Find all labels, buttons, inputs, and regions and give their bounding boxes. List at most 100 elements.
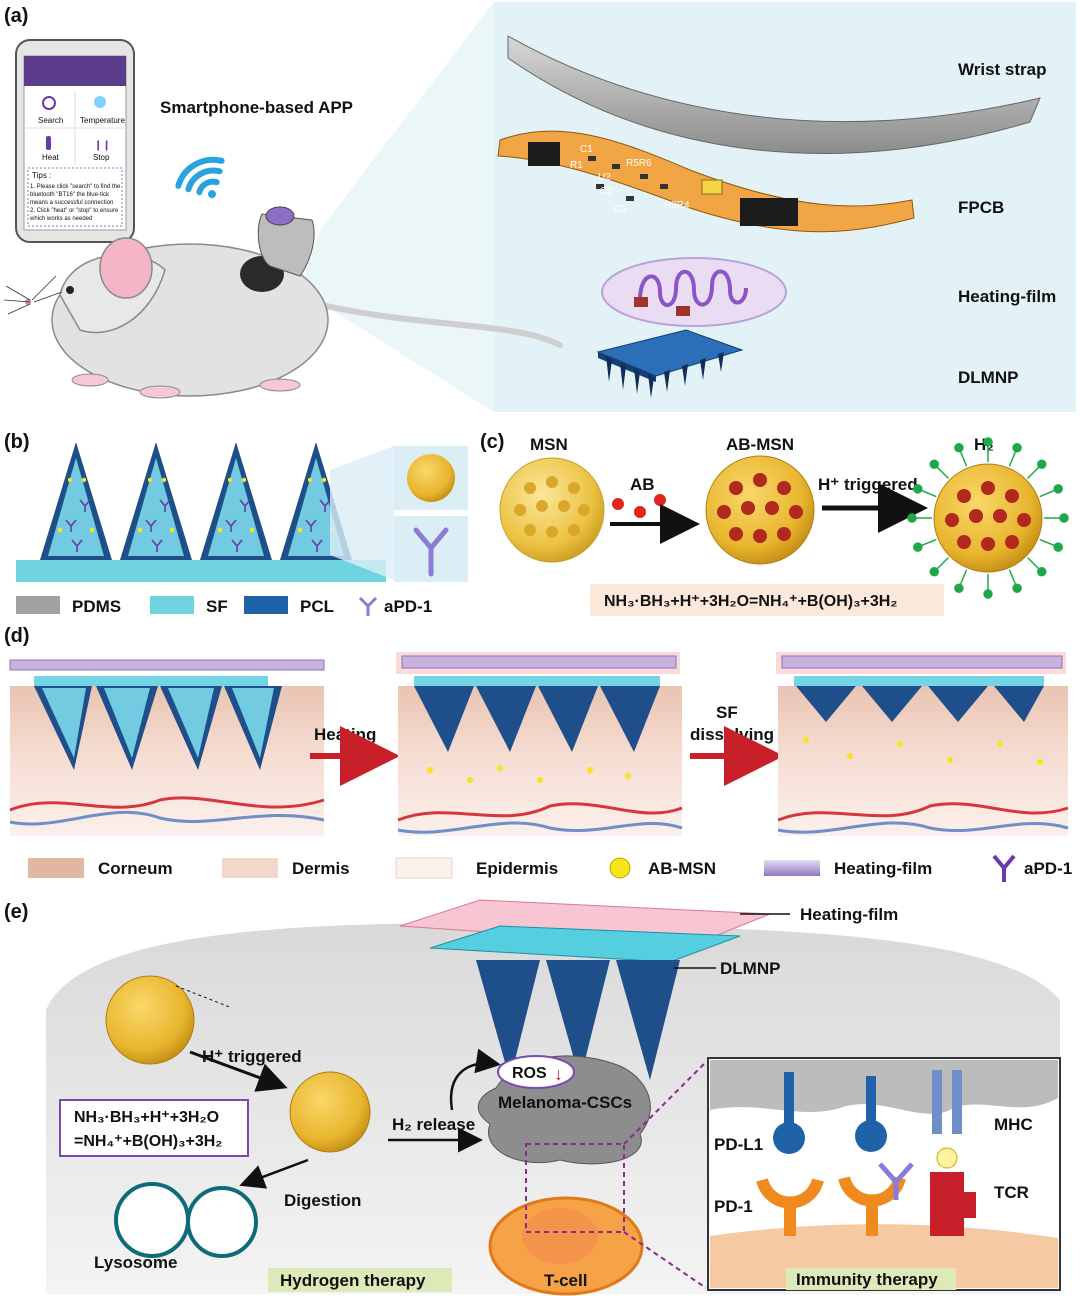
phone-button-search[interactable]: Search: [38, 116, 63, 125]
label-tcr: TCR: [994, 1183, 1029, 1202]
t-cell-nucleus: [522, 1208, 598, 1264]
legend-antibody-icon: [358, 596, 378, 616]
legend-swatch-dermis: [222, 858, 278, 878]
phone-button-stop[interactable]: Stop: [93, 153, 110, 162]
legend-swatch-heating-film: [764, 860, 820, 876]
legend-swatch-corneum: [28, 858, 84, 878]
panel-d-label: (d): [4, 625, 30, 647]
thermometer-icon: [46, 136, 51, 150]
dlmnp-patch-side: [598, 352, 656, 382]
h2-bubble: [929, 566, 940, 577]
layer-label-fpcb: FPCB: [958, 198, 1004, 217]
zoom-antibody-icon: [413, 527, 449, 577]
phone-tip-line: which works as needed: [29, 216, 92, 222]
label-digestion: Digestion: [284, 1191, 361, 1210]
legend-swatch-sf: [150, 596, 194, 614]
legend-pdms: PDMS: [72, 597, 121, 616]
layer-label-strap: Wrist strap: [958, 60, 1047, 79]
needle-antibody-marks: [65, 499, 331, 552]
legend-corneum: Corneum: [98, 859, 173, 878]
pcb-mark: U2: [598, 172, 611, 183]
tcr-receptor: [930, 1172, 976, 1236]
heating-film-trace: [638, 269, 748, 307]
panel-c-label: (c): [480, 431, 504, 453]
panel-e-label: (e): [4, 901, 28, 923]
smartphone: Search Temperature Heat ❙❙ Stop Tips : 1…: [15, 39, 135, 243]
msn-particle-e: [105, 975, 195, 1065]
panel-b-label: (b): [4, 431, 30, 453]
h2-ray: [921, 538, 937, 547]
step-heating: Heating: [314, 725, 376, 744]
equation-box: [590, 584, 944, 616]
h2-bubble: [1012, 443, 1022, 453]
lightbulb-icon: [94, 96, 106, 108]
legend-swatch-pcl: [244, 596, 288, 614]
dlmnp-needles-e: [476, 960, 680, 1080]
dlmnp-patch: [596, 329, 744, 377]
layer-label-heating: Heating-film: [958, 287, 1056, 306]
tumor-membrane: [710, 1060, 1058, 1114]
label-t-cell: T-cell: [544, 1271, 587, 1290]
h2-ray: [1039, 489, 1055, 498]
label-immunity-therapy: Immunity therapy: [796, 1270, 938, 1289]
legend-dermis: Dermis: [292, 859, 350, 878]
heating-film-pad: [634, 297, 648, 307]
layer-label-dlmnp: DLMNP: [958, 368, 1018, 387]
h2-bubble: [907, 513, 917, 523]
panel-a-label: (a): [4, 5, 28, 27]
h2-bubble: [1012, 583, 1022, 593]
step-sf: SF: [716, 703, 738, 722]
h2-ray: [959, 451, 968, 467]
h2-ray: [936, 557, 949, 570]
zoom-msn-particle: [407, 454, 455, 502]
chip-u1: [528, 142, 560, 166]
h2-ray: [1027, 557, 1040, 570]
legend-apd1: aPD-1: [384, 597, 432, 616]
phone-tip-line: bluetooth "BT16" the blue-tick: [30, 192, 110, 198]
phone-button-heat[interactable]: Heat: [42, 153, 60, 162]
skin-section-3: [776, 652, 1069, 836]
heating-film-pad: [676, 306, 690, 316]
h2-release-rays: [907, 437, 1069, 599]
ros-down-arrow: ↓: [554, 1064, 563, 1084]
mhc-complex: [932, 1070, 962, 1169]
equation-box-e: [59, 1099, 249, 1157]
pcb-mark: R3R4: [664, 200, 690, 211]
zoom-leader-bottom: [623, 1231, 707, 1289]
arrow-ros: [449, 1048, 501, 1111]
pcb-mark: R1: [570, 160, 583, 171]
msn-pores: [514, 476, 590, 538]
zoom-dash: [175, 985, 233, 1009]
arrow-trigger-e: [189, 1050, 288, 1092]
zoom-beam: [330, 446, 394, 580]
immunity-therapy-badge: [786, 1268, 956, 1290]
wifi-icon: [175, 156, 225, 199]
h2-ray: [936, 466, 949, 479]
pcb-mark: C1: [580, 144, 593, 155]
legend-heating-film: Heating-film: [834, 859, 932, 878]
phone-tip-line: 1. Please click "search" to find the: [30, 184, 121, 190]
label-mhc: MHC: [994, 1115, 1033, 1134]
pcb-mark: C3: [614, 204, 627, 215]
label-melanoma-cscs: Melanoma-CSCs: [498, 1093, 632, 1112]
mouse-illustration: [3, 206, 563, 399]
microneedle-array: [40, 442, 352, 560]
equation-line-2: =NH₄⁺+B(OH)₃+3H₂: [74, 1133, 222, 1150]
label-lysosome: Lysosome: [94, 1253, 177, 1272]
label-pd-l1: PD-L1: [714, 1135, 763, 1154]
zoom-leader-top: [623, 1061, 707, 1145]
phone-tip-line: 2. Click "heat" or "stop" to ensure: [30, 208, 119, 214]
h2-ray: [921, 489, 937, 498]
h2-bubble: [913, 484, 923, 494]
chip-u2: [740, 198, 798, 226]
search-icon: [42, 96, 56, 110]
phone-tip-line: means a successful connection: [30, 200, 113, 206]
lysosome-left: [114, 1182, 190, 1258]
label-ab: AB: [630, 475, 655, 494]
pd-l1-receptor: [773, 1072, 805, 1154]
equation-line-1: NH₃·BH₃+H⁺+3H₂O: [74, 1109, 219, 1126]
phone-button-temperature[interactable]: Temperature: [80, 116, 125, 125]
wrist-strap: [507, 35, 1041, 154]
pause-icon: ❙❙: [94, 140, 111, 151]
h2-bubble: [954, 583, 964, 593]
